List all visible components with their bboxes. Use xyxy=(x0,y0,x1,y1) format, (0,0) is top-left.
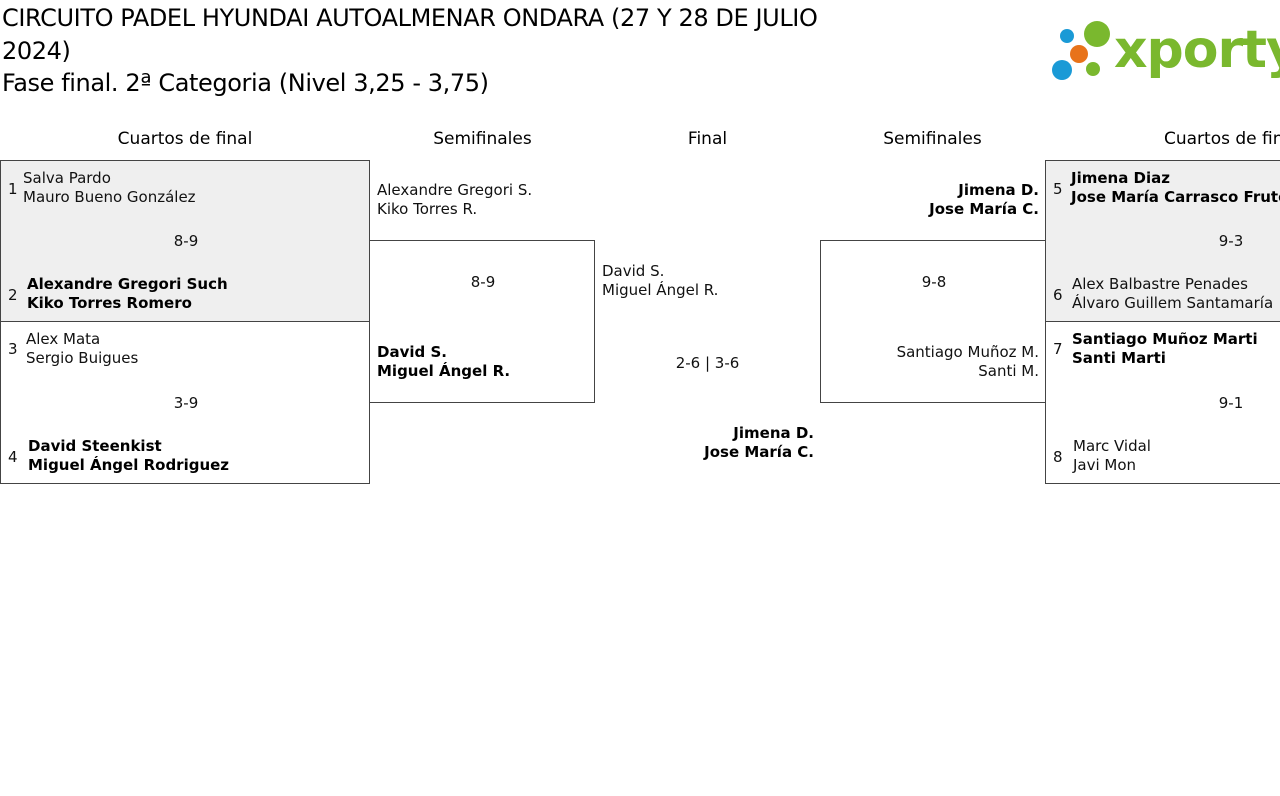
player-name: Jose María Carrasco Frutos xyxy=(1071,188,1280,206)
pair-name-winner: David Steenkist Miguel Ángel Rodriguez xyxy=(28,437,229,475)
player-name: Miguel Ángel R. xyxy=(377,362,511,380)
round-label-left-semis: Semifinales xyxy=(433,129,532,149)
logo-dot-orange xyxy=(1070,45,1088,63)
player-name: Miguel Ángel Rodriguez xyxy=(28,456,230,474)
player-name: David S. xyxy=(377,343,447,361)
player-name: Alex Mata xyxy=(26,330,101,348)
player-name: Kiko Torres R. xyxy=(377,200,478,218)
player-name: Santiago Muñoz Marti xyxy=(1072,330,1258,348)
match-score: 9-1 xyxy=(1218,394,1244,412)
round-label-left-quarters: Cuartos de final xyxy=(117,129,253,149)
player-name: Santi Marti xyxy=(1072,349,1166,367)
pair-name: Alex Mata Sergio Buigues xyxy=(26,330,138,368)
player-name: Jose María C. xyxy=(929,200,1039,218)
seed-number: 5 xyxy=(1053,180,1063,198)
right-qf-match-2[interactable]: 7 Santiago Muñoz Marti Santi Marti 9-1 8… xyxy=(1045,321,1280,484)
player-name: Jimena D. xyxy=(733,424,814,442)
logo-dot-green-small xyxy=(1086,62,1100,76)
logo-dot-blue-small xyxy=(1060,29,1074,43)
pair-name-winner: Alexandre Gregori Such Kiko Torres Romer… xyxy=(27,275,228,313)
pair-name-winner: Santiago Muñoz Marti Santi Marti xyxy=(1072,330,1258,368)
round-label-final: Final xyxy=(687,129,728,149)
player-name: Jimena D. xyxy=(958,181,1039,199)
match-score: 3-9 xyxy=(173,394,199,412)
xporty-logo[interactable]: xporty xyxy=(1050,18,1280,84)
player-name: Mauro Bueno González xyxy=(23,188,196,206)
round-label-right-semis: Semifinales xyxy=(883,129,982,149)
right-qf-match-1[interactable]: 5 Jimena Diaz Jose María Carrasco Frutos… xyxy=(1045,160,1280,322)
final-bottom-pair-winner: Jimena D. Jose María C. xyxy=(595,424,814,462)
player-name: David Steenkist xyxy=(28,437,162,455)
player-name: Jimena Diaz xyxy=(1071,169,1170,187)
logo-wordmark: xporty xyxy=(1114,20,1280,80)
right-sf-top-pair-winner: Jimena D. Jose María C. xyxy=(820,181,1039,219)
pair-name-winner: David S. Miguel Ángel R. xyxy=(377,343,510,381)
pair-name: Marc Vidal Javi Mon xyxy=(1073,437,1151,475)
final-score: 2-6 | 3-6 xyxy=(675,354,740,372)
match-score: 8-9 xyxy=(173,232,199,250)
right-sf-match[interactable]: 9-8 Santiago Muñoz M. Santi M. xyxy=(820,240,1046,403)
left-sf-match[interactable]: 8-9 David S. Miguel Ángel R. xyxy=(369,240,595,403)
player-name: Santiago Muñoz M. xyxy=(896,343,1039,361)
seed-number: 6 xyxy=(1053,286,1063,304)
player-name: Álvaro Guillem Santamaría xyxy=(1072,294,1274,312)
left-qf-match-1[interactable]: 1 Salva Pardo Mauro Bueno González 8-9 2… xyxy=(0,160,370,322)
player-name: Santi M. xyxy=(978,362,1039,380)
match-score: 9-3 xyxy=(1218,232,1244,250)
player-name: Javi Mon xyxy=(1073,456,1137,474)
player-name: David S. xyxy=(602,262,665,280)
pair-name: Alex Balbastre Penades Álvaro Guillem Sa… xyxy=(1072,275,1273,313)
page-title: CIRCUITO PADEL HYUNDAI AUTOALMENAR ONDAR… xyxy=(2,4,818,65)
match-score: 9-8 xyxy=(921,273,947,291)
left-qf-match-2[interactable]: 3 Alex Mata Sergio Buigues 3-9 4 David S… xyxy=(0,321,370,484)
player-name: Salva Pardo xyxy=(23,169,111,187)
seed-number: 4 xyxy=(8,448,18,466)
left-sf-top-pair: Alexandre Gregori S. Kiko Torres R. xyxy=(377,181,532,219)
final-top-pair: David S. Miguel Ángel R. xyxy=(602,262,718,300)
player-name: Jose María C. xyxy=(704,443,814,461)
pair-name-winner: Jimena Diaz Jose María Carrasco Frutos xyxy=(1071,169,1280,207)
player-name: Miguel Ángel R. xyxy=(602,281,719,299)
page-subtitle: Fase final. 2ª Categoria (Nivel 3,25 - 3… xyxy=(2,69,489,97)
player-name: Marc Vidal xyxy=(1073,437,1151,455)
player-name: Kiko Torres Romero xyxy=(27,294,192,312)
player-name: Alexandre Gregori Such xyxy=(27,275,228,293)
pair-name: Santiago Muñoz M. Santi M. xyxy=(821,343,1039,381)
player-name: Alex Balbastre Penades xyxy=(1072,275,1248,293)
player-name: Alexandre Gregori S. xyxy=(377,181,533,199)
seed-number: 8 xyxy=(1053,448,1063,466)
seed-number: 2 xyxy=(8,286,18,304)
logo-dot-green-large xyxy=(1084,21,1110,47)
round-label-right-quarters: Cuartos de final xyxy=(1164,129,1280,149)
pair-name: Salva Pardo Mauro Bueno González xyxy=(23,169,196,207)
seed-number: 3 xyxy=(8,340,18,358)
seed-number: 1 xyxy=(8,180,18,198)
player-name: Sergio Buigues xyxy=(26,349,139,367)
logo-dot-blue-large xyxy=(1052,60,1072,80)
match-score: 8-9 xyxy=(470,273,496,291)
seed-number: 7 xyxy=(1053,340,1063,358)
